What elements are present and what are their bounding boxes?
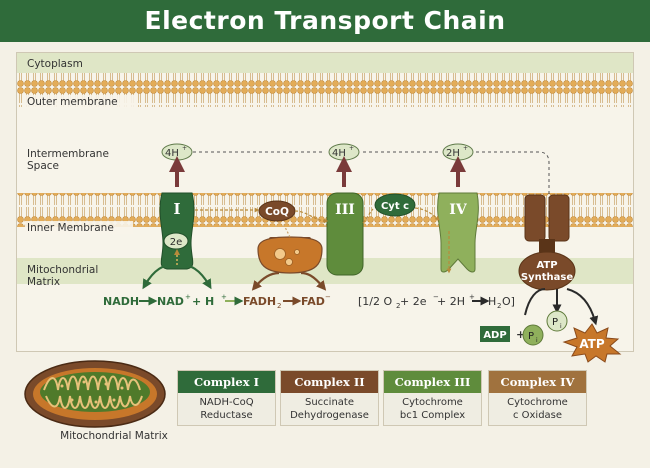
svg-text:2: 2 (277, 302, 281, 310)
mito-caption: Mitochondrial Matrix (60, 430, 168, 442)
coq: CoQ (258, 200, 296, 222)
matrix-label-2: Matrix (27, 276, 60, 288)
cytoplasm-label: Cytoplasm (27, 58, 83, 70)
water-mid-text: + 2e (400, 295, 427, 308)
atp-synthase: ATP Synthase (518, 194, 576, 291)
intermembrane-space-label-2: Space (27, 160, 59, 172)
fadh2-reaction: FADH 2 FAD − (225, 293, 331, 310)
atp-synthase-label-2: Synthase (521, 272, 573, 283)
water-text: H (488, 295, 496, 308)
svg-text:i: i (560, 323, 562, 330)
legend-complex-i: Complex I NADH-CoQ Reductase (177, 370, 276, 426)
svg-text:+: + (185, 293, 191, 301)
complex-i: I 2e (159, 192, 195, 270)
proton-oval-3: 4H + (328, 143, 360, 161)
cytochrome-c: Cyt c (374, 193, 416, 217)
h-text: + H (192, 295, 214, 308)
svg-text:+: + (516, 328, 525, 341)
complex-iii-label: III (335, 202, 355, 218)
fadh2-text: FADH (243, 295, 276, 308)
svg-text:+: + (349, 145, 354, 152)
pi-label: P (528, 331, 534, 342)
water-h-text: + 2H (437, 295, 465, 308)
intermembrane-space-label: Intermembrane (27, 148, 109, 160)
proton-label-1: 4H (165, 148, 179, 159)
legend-title: Complex IV (489, 371, 586, 393)
page-title: Electron Transport Chain (0, 0, 650, 42)
atp-synthase-label: ATP (536, 260, 557, 271)
water-lhs-text: [1/2 O (358, 295, 392, 308)
svg-text:2: 2 (497, 302, 501, 310)
legend-line: NADH-CoQ (199, 397, 254, 408)
nadh-text: NADH (103, 295, 139, 308)
svg-text:+: + (221, 293, 227, 301)
legend-line: Succinate (305, 397, 354, 408)
outer-membrane-label: Outer membrane (27, 96, 118, 108)
legend-line: Cytochrome (507, 397, 568, 408)
legend-complex-iii: Complex III Cytochrome bc1 Complex (383, 370, 482, 426)
matrix-label: Mitochondrial (27, 264, 98, 276)
legend-complex-ii: Complex II Succinate Dehydrogenase (280, 370, 379, 426)
nadh-reaction: NADH NAD + + H + (103, 293, 227, 308)
legend-complex-iv: Complex IV Cytochrome c Oxidase (488, 370, 587, 426)
legend-line: Dehydrogenase (290, 410, 369, 421)
coq-label: CoQ (265, 206, 289, 218)
svg-text:+: + (469, 293, 475, 301)
svg-text:2: 2 (396, 302, 400, 310)
inner-membrane-label: Inner Membrane (27, 222, 114, 234)
intermembrane-space-region (17, 107, 633, 193)
complex-iv: IV (437, 192, 479, 273)
cytoplasm-region (17, 53, 633, 73)
pi-label-2: P (552, 317, 558, 328)
proton-oval-4: 2H + (442, 143, 474, 161)
adp-label: ADP (483, 330, 506, 341)
atp-starburst: ATP (562, 323, 622, 363)
complex-iv-label: IV (449, 202, 468, 218)
legend-title: Complex I (178, 371, 275, 393)
complex-iii: III (326, 192, 364, 276)
cytc-label: Cyt c (381, 201, 409, 212)
svg-text:−: − (433, 293, 439, 301)
proton-label-3: 4H (332, 148, 346, 159)
legend-line: bc1 Complex (399, 410, 466, 421)
legend-line: Cytochrome (402, 397, 463, 408)
legend-line: c Oxidase (512, 410, 563, 421)
electron-label: 2e (170, 237, 183, 248)
fad-text: FAD (301, 295, 325, 308)
legend-title: Complex III (384, 371, 481, 393)
svg-text:+: + (182, 145, 187, 152)
atp-production: ADP + P i P i (480, 310, 568, 346)
svg-text:−: − (325, 293, 331, 301)
complex-ii (257, 236, 323, 274)
svg-text:i: i (536, 337, 538, 344)
legend-line: Reductase (200, 410, 253, 421)
atp-label: ATP (579, 337, 605, 351)
mitochondrion-illustration (24, 360, 166, 428)
proton-oval-1: 4H + (161, 143, 193, 161)
complex-i-label: I (173, 200, 180, 218)
legend-title: Complex II (281, 371, 378, 393)
svg-text:+: + (463, 145, 468, 152)
proton-label-4: 2H (446, 148, 460, 159)
etc-diagram: Cytoplasm Outer membrane Intermembrane S… (16, 52, 634, 352)
nad-text: NAD (157, 295, 184, 308)
water-o-text: O] (502, 295, 515, 308)
water-reaction: [1/2 O 2 + 2e − + 2H + H 2 O] (358, 293, 515, 310)
